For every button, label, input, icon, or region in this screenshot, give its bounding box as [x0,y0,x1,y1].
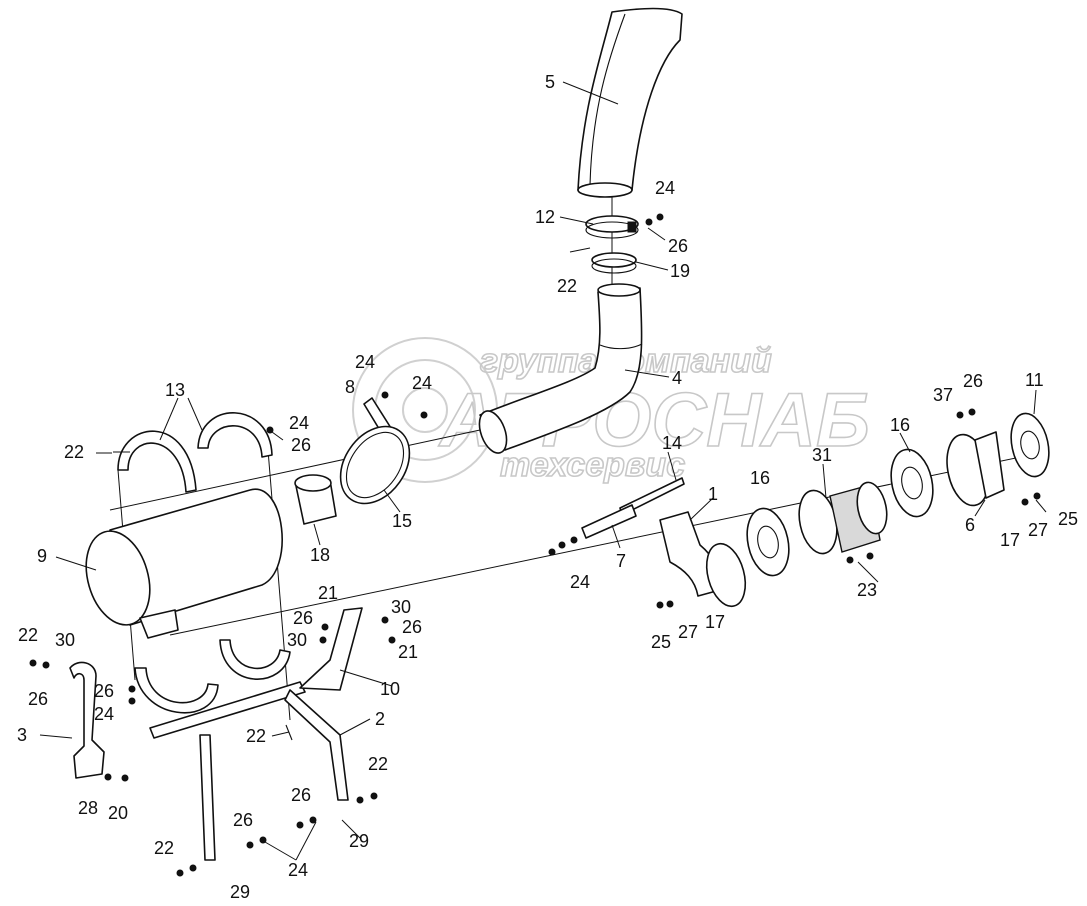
callout-26: 26 [291,435,311,455]
callout-26: 26 [233,810,253,830]
bracket-10 [299,607,363,691]
callout-2: 2 [375,709,385,729]
callout-27: 27 [1028,520,1048,540]
callout-26: 26 [293,608,313,628]
callout-9: 9 [37,546,47,566]
clamp-12 [585,215,639,239]
callout-29: 29 [230,882,250,902]
clamp-19 [591,252,637,274]
callout-24: 24 [289,413,309,433]
callout-24: 24 [412,373,432,393]
flex-pipe-31 [798,481,888,555]
callout-3: 3 [17,725,27,745]
callout-28: 28 [78,798,98,818]
callout-12: 12 [535,207,555,227]
fasteners [29,213,1041,877]
flange-6 [946,431,1005,507]
callout-18: 18 [310,545,330,565]
callout-23: 23 [857,580,877,600]
callout-22: 22 [368,754,388,774]
callout-10: 10 [380,679,400,699]
callout-25: 25 [1058,509,1078,529]
callout-21: 21 [398,642,418,662]
gasket-16-left [746,507,790,577]
callout-13: 13 [165,380,185,400]
callout-17: 17 [1000,530,1020,550]
callout-27: 27 [678,622,698,642]
callout-6: 6 [965,515,975,535]
muffler-9 [85,488,283,639]
callout-24: 24 [288,860,308,880]
callout-25: 25 [651,632,671,652]
callout-22: 22 [557,276,577,296]
tail-pipe-5 [577,7,683,198]
callout-14: 14 [662,433,682,453]
callout-24: 24 [570,572,590,592]
callout-26: 26 [94,681,114,701]
lower-saddle-left [134,667,219,714]
callout-15: 15 [392,511,412,531]
callout-22: 22 [246,726,266,746]
callout-26: 26 [668,236,688,256]
callout-20: 20 [108,803,128,823]
callout-1: 1 [708,484,718,504]
leader-lines [39,81,1047,861]
lower-saddle-right [219,639,291,680]
exhaust-pipe-4 [478,283,643,454]
elbow-1 [659,511,747,608]
callout-8: 8 [345,377,355,397]
hanger-7 [581,504,637,539]
callout-22: 22 [64,442,84,462]
support-frame-2 [149,681,349,861]
callout-26: 26 [402,617,422,637]
callout-4: 4 [672,368,682,388]
callout-24: 24 [355,352,375,372]
callout-17: 17 [705,612,725,632]
callout-5: 5 [545,72,555,92]
bracket-3 [69,661,105,779]
gasket-16-right [890,448,934,518]
band-clamp-15 [339,425,411,505]
callout-11: 11 [1025,370,1044,390]
gasket-11 [1010,412,1050,478]
strap-13-right [197,412,273,458]
callout-26: 26 [28,689,48,709]
callout-19: 19 [670,261,690,281]
watermark-line3: техсервис [500,446,685,484]
callout-30: 30 [391,597,411,617]
callout-30: 30 [287,630,307,650]
callout-37: 37 [933,385,953,405]
callout-24: 24 [94,704,114,724]
callout-16: 16 [750,468,770,488]
callout-30: 30 [55,630,75,650]
callout-22: 22 [154,838,174,858]
callout-21: 21 [318,583,338,603]
callout-26: 26 [963,371,983,391]
callout-31: 31 [812,445,832,465]
callout-7: 7 [616,551,626,571]
callout-26: 26 [291,785,311,805]
strap-13-left [117,430,197,493]
callout-22: 22 [18,625,38,645]
callout-29: 29 [349,831,369,851]
callout-labels: 5 24 12 26 22 19 4 24 8 24 13 24 22 26 1… [17,72,1078,902]
sleeve-18 [294,474,337,525]
callout-24: 24 [655,178,675,198]
callout-16: 16 [890,415,910,435]
